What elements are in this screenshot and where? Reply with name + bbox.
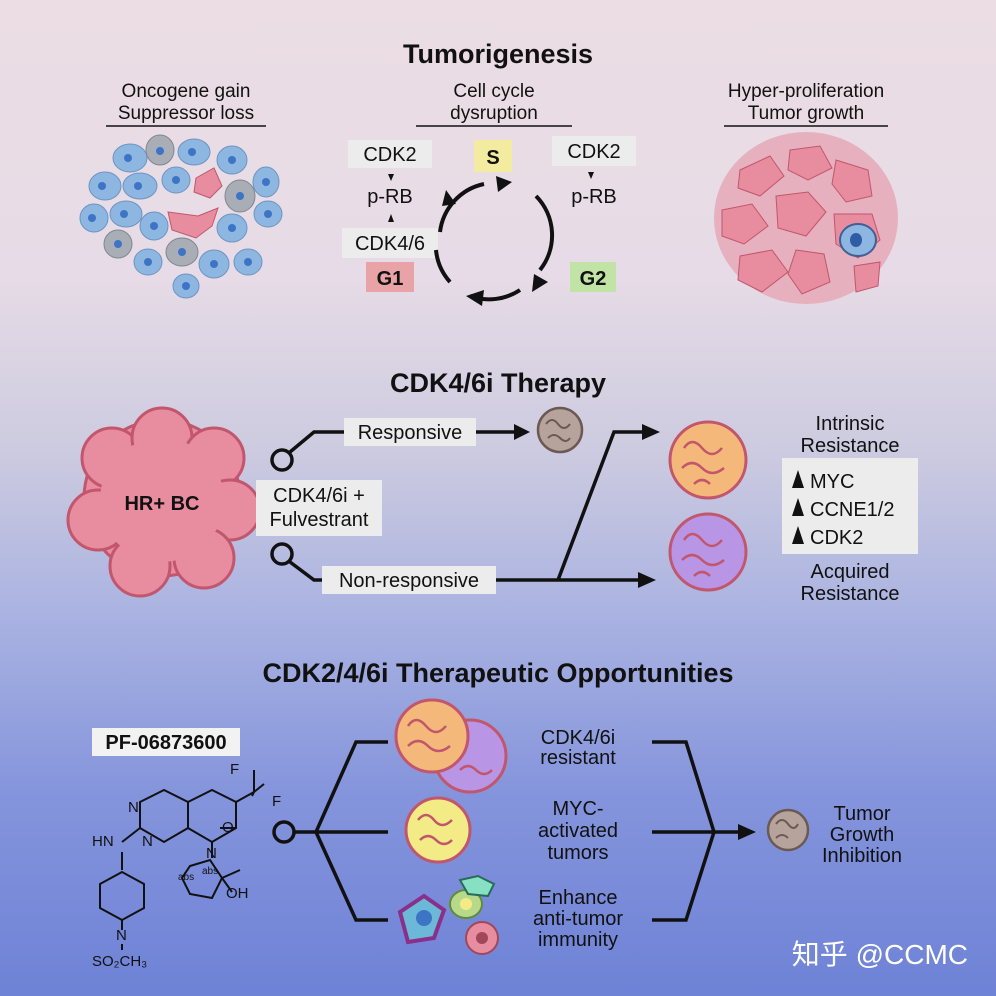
- treatment-line1: CDK4/6i +: [273, 485, 365, 507]
- g1-phase-box: [366, 262, 414, 292]
- right-heading-line2: Tumor growth: [748, 103, 865, 124]
- s-phase-box: [474, 140, 512, 172]
- tumor-label: HR+ BC: [124, 493, 199, 515]
- compound-label: PF-06873600: [105, 732, 226, 754]
- acquired-line1: Acquired: [811, 561, 890, 583]
- branch-lines: [270, 430, 644, 582]
- marker-cdk2: CDK2: [810, 527, 863, 549]
- up-arrow-icon: [792, 526, 804, 544]
- up-arrow-icon: [792, 498, 804, 516]
- intrinsic-line2: Resistance: [801, 435, 900, 457]
- inhibited-tumor: [766, 808, 810, 852]
- cycle-arrow-1-icon: [496, 176, 512, 192]
- mutant-cell: [193, 167, 223, 199]
- outcome-arrow-icon: [738, 824, 756, 840]
- svg-text:F: F: [272, 793, 281, 810]
- responsive-label: Responsive: [358, 422, 463, 444]
- marker-myc: MYC: [810, 471, 854, 493]
- outcome-line3: Inhibition: [822, 845, 902, 867]
- opportunity-branches: [272, 740, 740, 922]
- section3-title: CDK2/4/6i Therapeutic Opportunities: [262, 658, 733, 688]
- cdk2-left-label: CDK2: [363, 144, 416, 166]
- up-arrow-icon: [792, 470, 804, 488]
- compound-box: [92, 728, 240, 756]
- intrinsic-line1: Intrinsic: [816, 413, 885, 435]
- normal-cell-cluster: [79, 134, 283, 299]
- opp3-line3: immunity: [538, 929, 618, 951]
- opp2-line3: tumors: [547, 842, 608, 864]
- svg-text:N: N: [116, 927, 127, 944]
- non-responsive-label: Non-responsive: [339, 570, 479, 592]
- svg-text:N: N: [142, 833, 153, 850]
- svg-text:HN: HN: [92, 833, 114, 850]
- mid-heading-line2: dysruption: [450, 103, 538, 124]
- mid-heading-line1: Cell cycle: [453, 81, 534, 102]
- outcome-line1: Tumor: [833, 803, 890, 825]
- opp1-line1: CDK4/6i: [541, 727, 615, 749]
- intrinsic-arrow-icon: [642, 424, 660, 440]
- left-heading-line1: Oncogene gain: [122, 81, 251, 102]
- myc-tumor: [404, 796, 472, 864]
- opp1-line2: resistant: [540, 747, 616, 769]
- cycle-arrow-2-icon: [532, 274, 548, 292]
- right-heading-line1: Hyper-proliferation: [728, 81, 884, 102]
- svg-text:N: N: [206, 845, 217, 862]
- arrowhead-down-icon-right: [588, 172, 594, 179]
- left-heading-line2: Suppressor loss: [118, 103, 254, 124]
- prb-right-label: p-RB: [571, 186, 617, 208]
- s-phase-label: S: [486, 147, 499, 169]
- svg-text:SO₂CH₃: SO₂CH₃: [92, 953, 147, 970]
- cdk2-left-box: [348, 140, 432, 168]
- arrowhead-up-icon: [388, 214, 394, 222]
- responsive-box: [344, 418, 476, 446]
- svg-text:N: N: [128, 799, 139, 816]
- markers-box: [782, 458, 918, 554]
- intrinsic-resistant-tumor: [668, 420, 748, 500]
- opp2-line2: activated: [538, 820, 618, 842]
- svg-text:O: O: [222, 819, 234, 836]
- tumor-mass: [714, 132, 898, 304]
- svg-text:abs: abs: [202, 866, 218, 877]
- svg-text:abs: abs: [178, 872, 194, 883]
- g2-phase-label: G2: [580, 268, 607, 290]
- treatment-line2: Fulvestrant: [270, 509, 369, 531]
- acquired-resistant-tumor: [668, 512, 748, 592]
- outcome-line2: Growth: [830, 824, 894, 846]
- section1-title: Tumorigenesis: [403, 39, 593, 69]
- cycle-arrow-3-icon: [466, 290, 484, 306]
- cdk2-right-box: [552, 136, 636, 166]
- acquired-line2: Resistance: [801, 583, 900, 605]
- immune-cells: [397, 874, 499, 955]
- acquired-arrow-icon: [638, 572, 656, 588]
- cdk2-right-label: CDK2: [567, 141, 620, 163]
- svg-text:OH: OH: [226, 885, 249, 902]
- mutant-cell-large: [167, 207, 219, 239]
- prb-left-label: p-RB: [367, 186, 413, 208]
- hr-bc-tumor: [66, 406, 262, 598]
- opp3-line1: Enhance: [539, 887, 618, 909]
- cdk46-label: CDK4/6: [355, 233, 425, 255]
- shrunken-tumor: [536, 406, 584, 454]
- resistant-tumor-cluster: [394, 698, 508, 794]
- responsive-arrow-icon: [514, 424, 530, 440]
- marker-ccne: CCNE1/2: [810, 499, 894, 521]
- non-responsive-box: [322, 566, 496, 594]
- g2-phase-box: [570, 262, 616, 292]
- g1-phase-label: G1: [377, 268, 404, 290]
- opp2-line1: MYC-: [552, 798, 603, 820]
- arrowhead-down-icon: [388, 174, 394, 181]
- chemical-atom-labels: F F N N N HN O N abs abs OH SO₂CH₃: [92, 761, 281, 970]
- treatment-box: [256, 480, 382, 536]
- cycle-arrow-4-icon: [442, 190, 456, 206]
- chemical-structure: [99, 770, 265, 950]
- watermark: 知乎 @CCMC: [792, 939, 968, 970]
- svg-text:F: F: [230, 761, 239, 778]
- section2-title: CDK4/6i Therapy: [390, 368, 606, 398]
- cdk46-box: [342, 228, 438, 258]
- opp3-line2: anti-tumor: [533, 908, 623, 930]
